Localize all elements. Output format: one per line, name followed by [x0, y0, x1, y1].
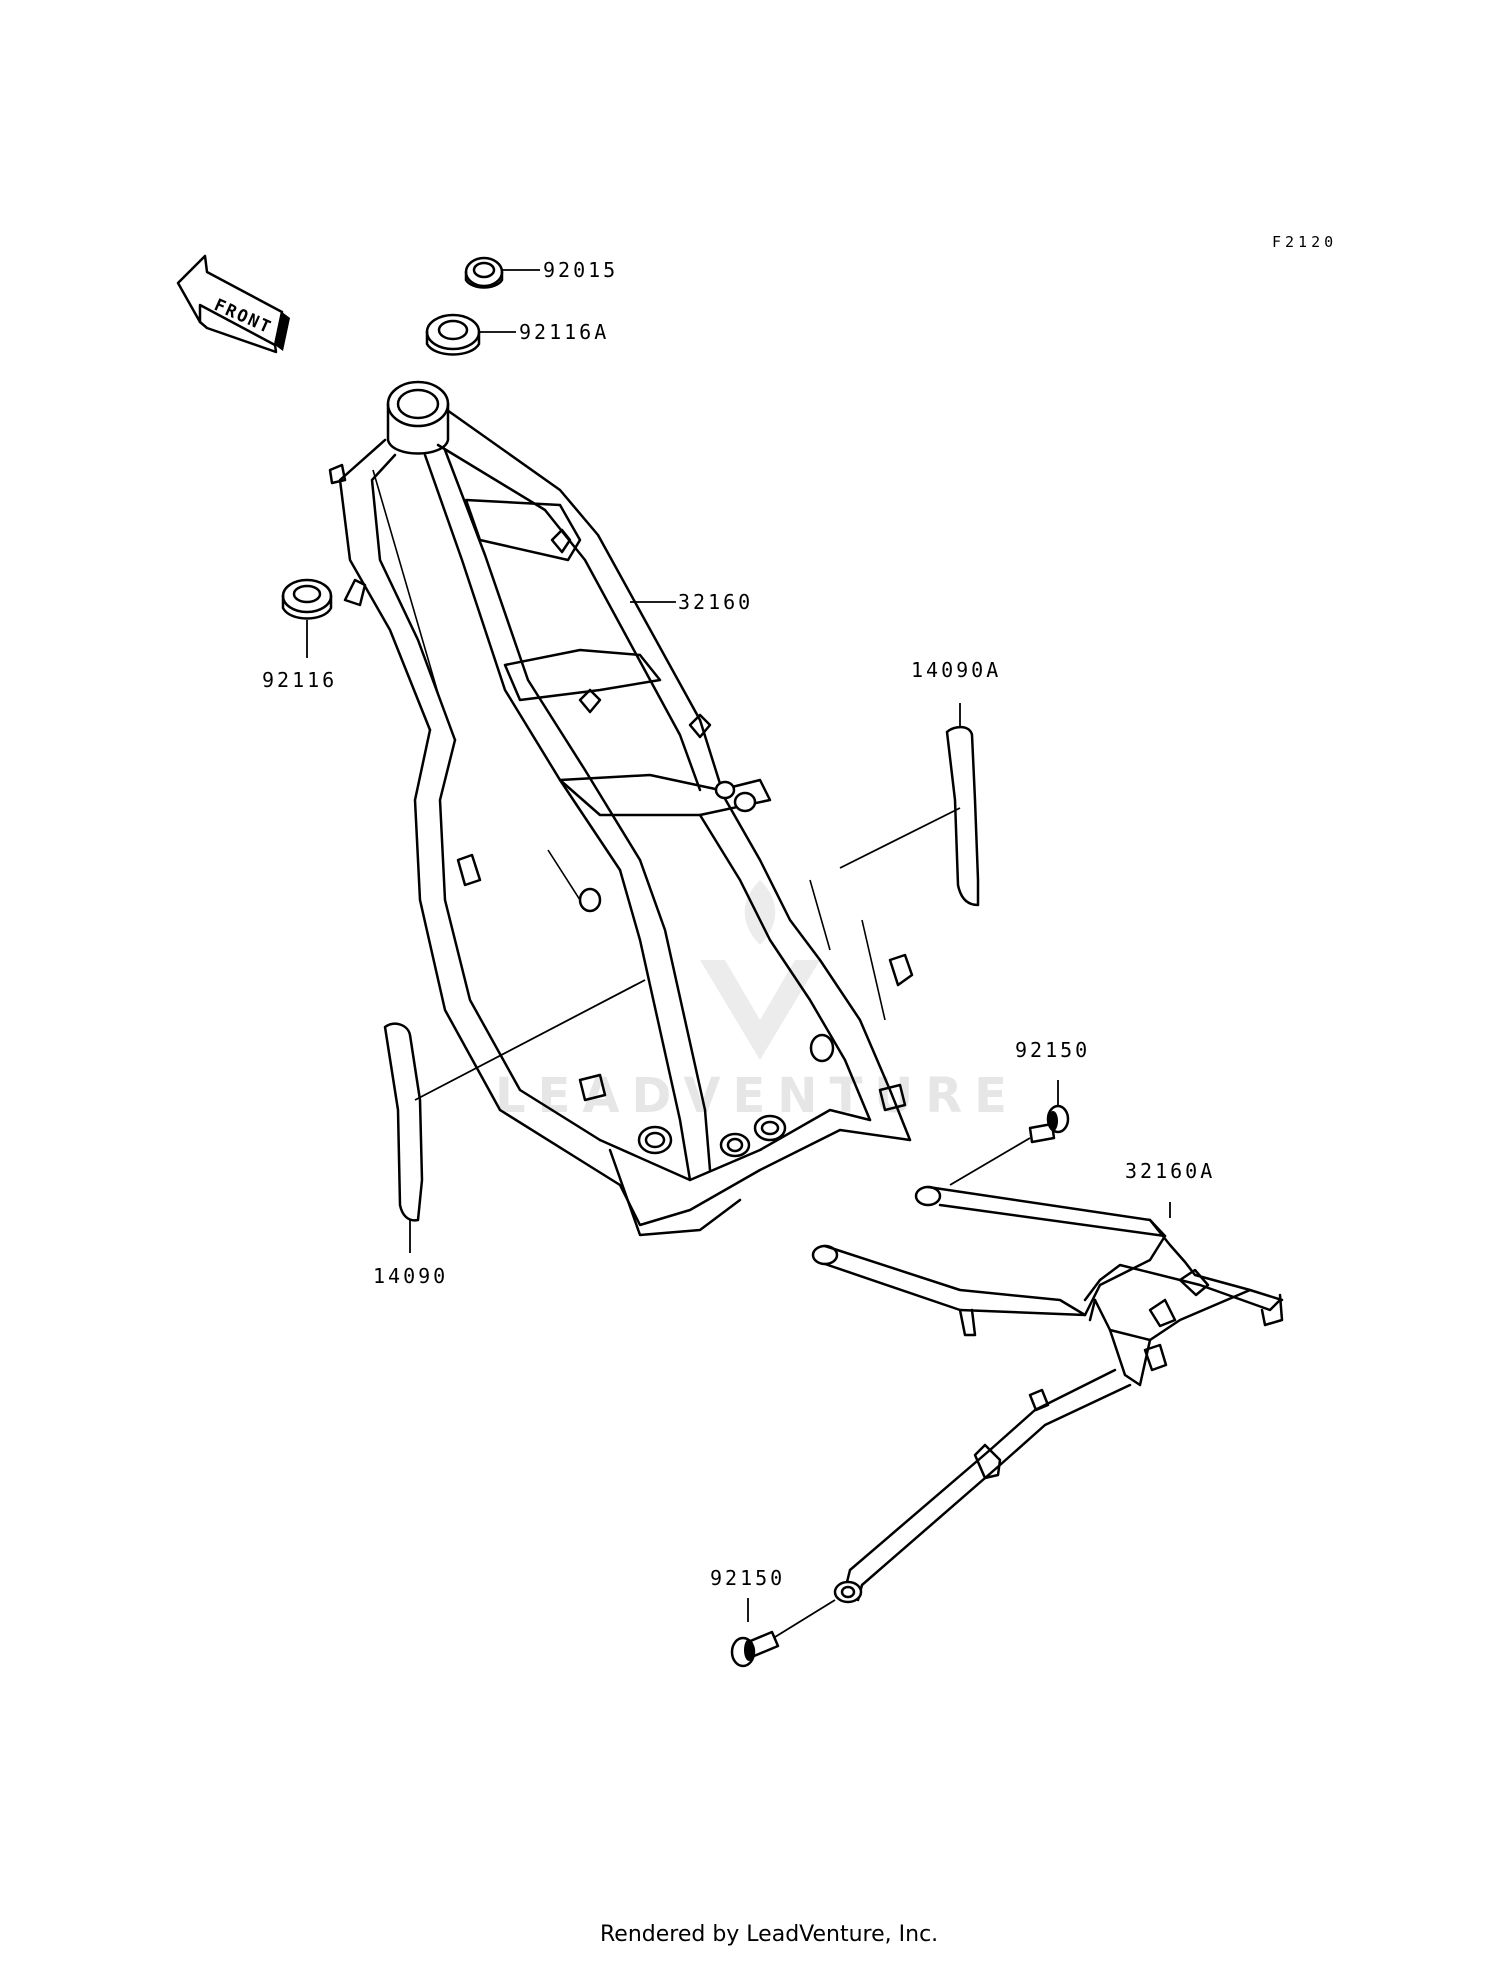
part-92116-seal[interactable]: [281, 578, 333, 658]
part-32160A-subframe[interactable]: [811, 1185, 1284, 1604]
part-92116A-seal[interactable]: [425, 313, 516, 356]
diagram-code: F2120: [1272, 233, 1337, 251]
label-92116A[interactable]: 92116A: [519, 320, 609, 344]
label-14090[interactable]: 14090: [373, 1264, 448, 1288]
front-arrow-icon: FRONT: [176, 254, 290, 354]
part-14090A-guard[interactable]: [839, 703, 980, 907]
watermark-text: LEADVENTURE: [495, 1068, 1019, 1124]
watermark: LEADVENTURE: [495, 880, 1019, 1124]
footer-credit: Rendered by LeadVenture, Inc.: [600, 1922, 938, 1947]
part-92150-top-bolt[interactable]: [949, 1080, 1070, 1186]
label-92015[interactable]: 92015: [543, 258, 618, 282]
label-32160A[interactable]: 32160A: [1125, 1159, 1215, 1183]
label-92116[interactable]: 92116: [262, 668, 337, 692]
label-92150-top[interactable]: 92150: [1015, 1038, 1090, 1062]
part-32160-frame[interactable]: [328, 380, 914, 1237]
label-92150-bottom[interactable]: 92150: [710, 1566, 785, 1590]
label-14090A[interactable]: 14090A: [911, 658, 1001, 682]
part-92150-bottom-bolt[interactable]: [730, 1598, 836, 1668]
label-32160[interactable]: 32160: [678, 590, 753, 614]
part-92015-nut[interactable]: [464, 256, 540, 289]
part-14090-guard[interactable]: [383, 979, 646, 1253]
